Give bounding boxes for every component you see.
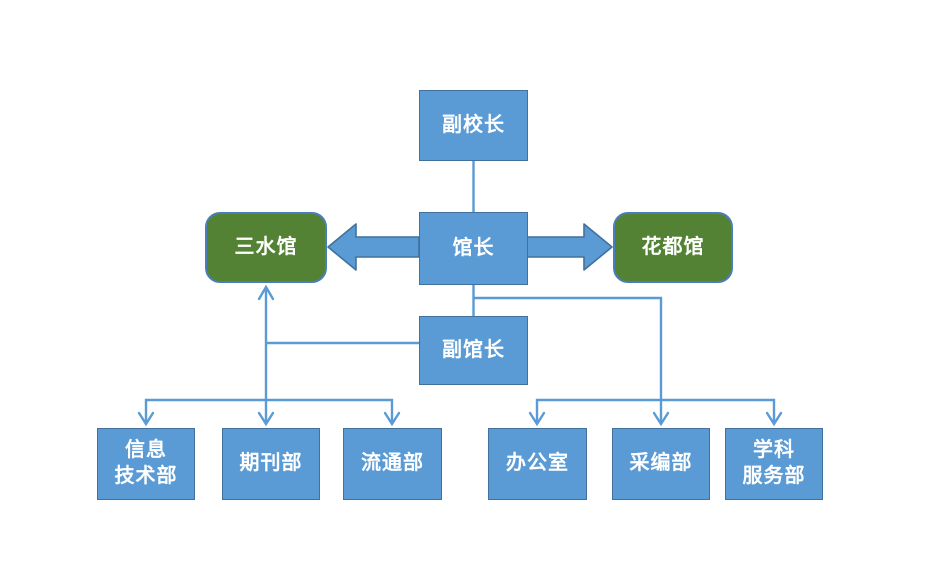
connector-left-tee xyxy=(137,398,401,427)
connector-right-tee xyxy=(528,398,783,427)
block-arrow-director-to-huadu xyxy=(526,223,613,271)
node-info-tech-dept[interactable]: 信息 技术部 xyxy=(97,428,195,500)
connector-left-trunk-to-sanshui xyxy=(257,284,275,400)
node-deputy-director-label: 副馆长 xyxy=(442,338,505,361)
node-director[interactable]: 馆长 xyxy=(419,212,528,285)
arrowhead-down-info-tech xyxy=(137,411,155,427)
arrowhead-down-circulation xyxy=(383,411,401,427)
node-periodicals-dept-label: 期刊部 xyxy=(239,452,303,475)
node-office[interactable]: 办公室 xyxy=(488,428,587,500)
node-info-tech-dept-label: 信息 技术部 xyxy=(114,439,178,487)
arrowhead-down-periodicals xyxy=(257,411,275,427)
node-vice-principal-label: 副校长 xyxy=(442,113,505,136)
node-subject-service-dept[interactable]: 学科 服务部 xyxy=(725,428,823,500)
arrowhead-down-office xyxy=(528,411,546,427)
node-sanshui-branch-label: 三水馆 xyxy=(234,235,298,258)
node-acquisition-dept[interactable]: 采编部 xyxy=(612,428,710,500)
node-subject-service-dept-label: 学科 服务部 xyxy=(742,439,806,487)
node-office-label: 办公室 xyxy=(506,452,569,475)
connector-right-branch xyxy=(473,296,663,400)
node-periodicals-dept[interactable]: 期刊部 xyxy=(222,428,320,500)
node-sanshui-branch[interactable]: 三水馆 xyxy=(205,212,327,283)
arrowhead-up-sanshui xyxy=(257,284,275,301)
node-huadu-branch[interactable]: 花都馆 xyxy=(613,212,733,283)
node-acquisition-dept-label: 采编部 xyxy=(629,452,693,475)
arrowhead-down-subject-service xyxy=(765,411,783,427)
node-huadu-branch-label: 花都馆 xyxy=(641,235,705,258)
node-director-label: 馆长 xyxy=(452,236,495,259)
node-circulation-dept-label: 流通部 xyxy=(361,452,424,475)
node-vice-principal[interactable]: 副校长 xyxy=(419,90,528,161)
node-circulation-dept[interactable]: 流通部 xyxy=(343,428,442,500)
block-arrow-director-to-sanshui xyxy=(327,223,420,271)
arrowhead-down-acquisition xyxy=(652,411,670,427)
node-deputy-director[interactable]: 副馆长 xyxy=(419,316,528,385)
